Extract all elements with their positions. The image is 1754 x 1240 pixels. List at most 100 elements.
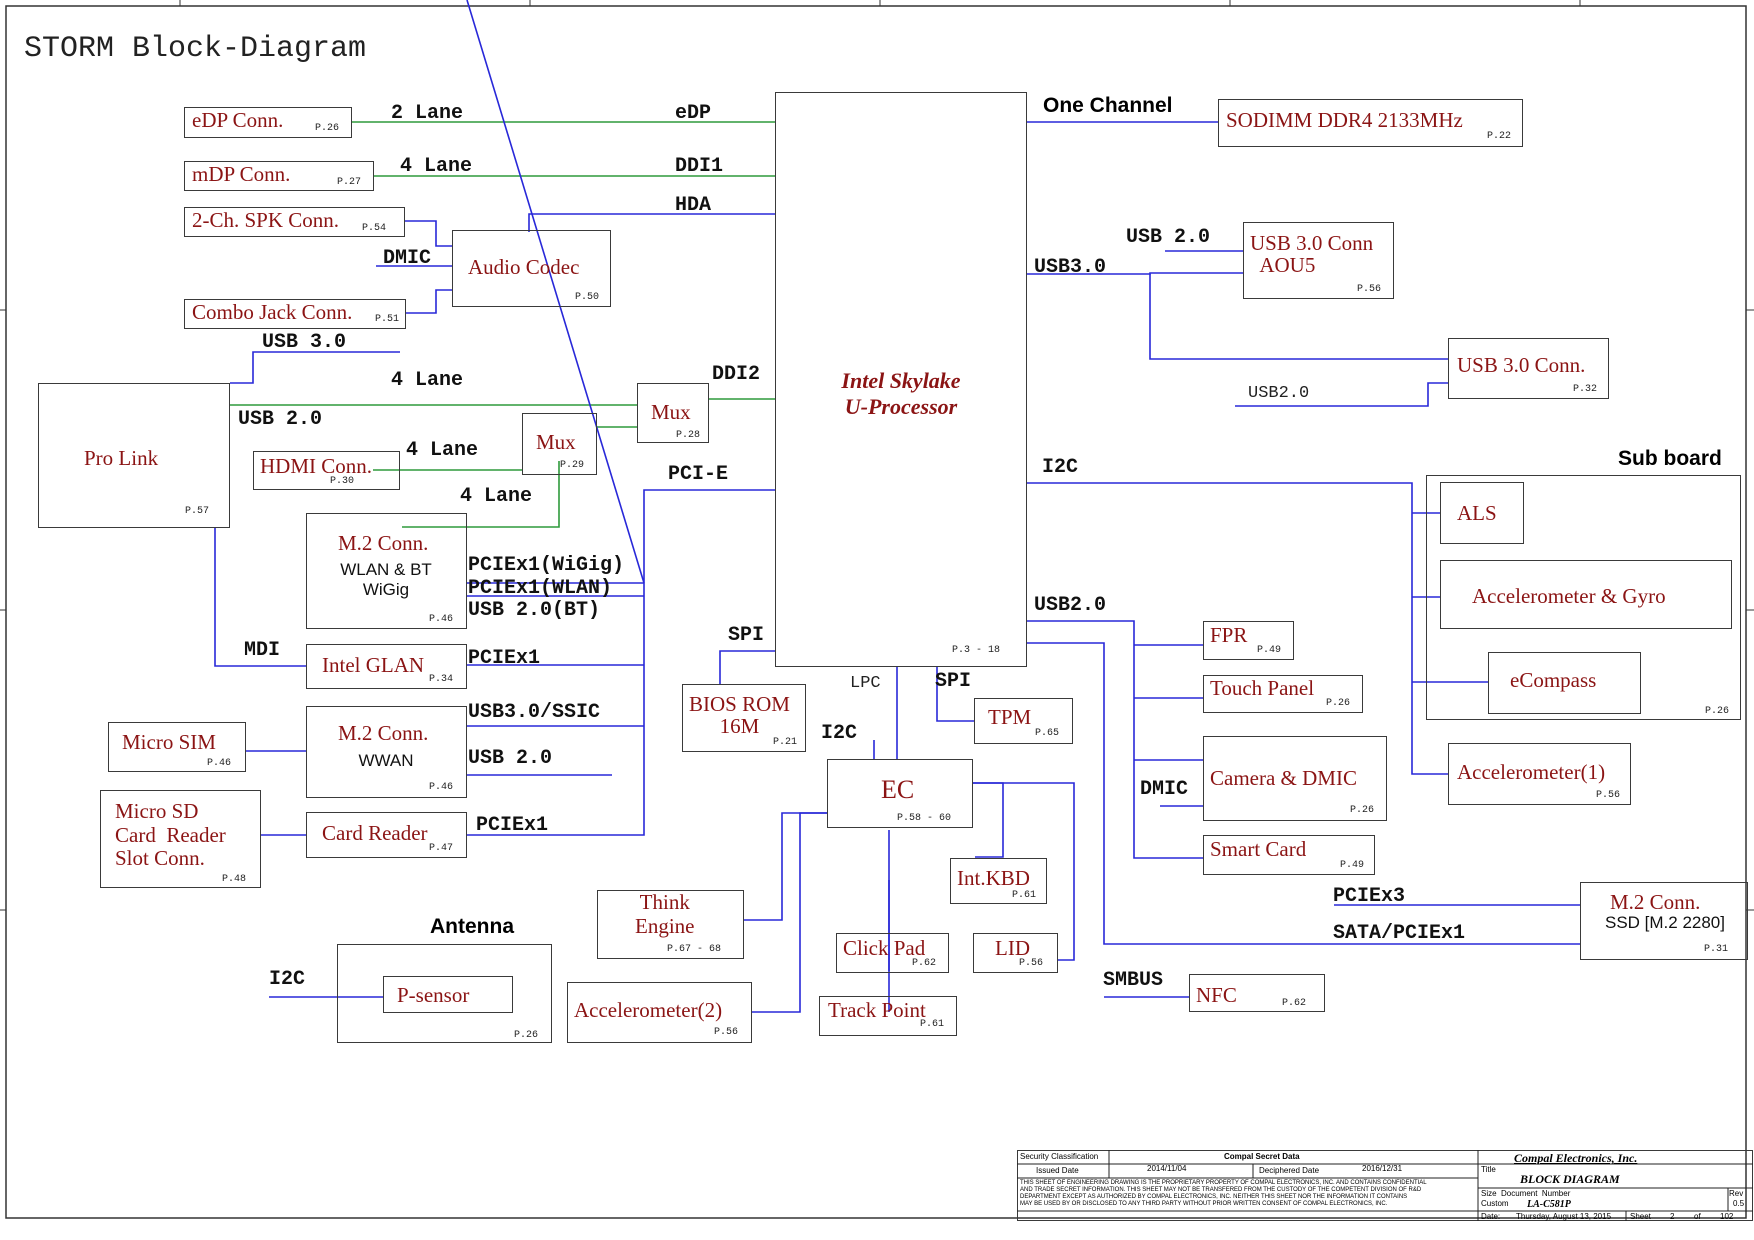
company-name: Compal Electronics, Inc.	[1514, 1151, 1638, 1165]
ec-page: P.58 - 60	[897, 813, 952, 824]
accelerometer-2	[567, 982, 752, 1043]
fpr-page: P.49	[1257, 645, 1282, 656]
notice-line-2: AND TRADE SECRET INFORMATION. THIS SHEET…	[1020, 1187, 1422, 1193]
signal-hda: HDA	[675, 194, 712, 217]
accel-gyro-label: Accelerometer & Gyro	[1472, 584, 1666, 608]
ecompass-sensor	[1488, 652, 1641, 714]
internal-keyboard	[950, 858, 1047, 904]
lid-page: P.56	[1019, 958, 1044, 969]
pro-link-label: Pro Link	[84, 446, 159, 470]
micro-sim-label: Micro SIM	[122, 730, 216, 754]
track-point	[819, 996, 957, 1036]
signal-pciex1-glan: PCIEx1	[468, 647, 541, 670]
revision: 0.5	[1733, 1199, 1745, 1208]
card-reader-page: P.47	[429, 843, 454, 854]
antenna-heading: Antenna	[430, 915, 514, 938]
track-point-page: P.61	[920, 1019, 945, 1030]
accelerometer-1-page: P.56	[1596, 790, 1621, 801]
micro-sim-page: P.46	[207, 758, 232, 769]
usb30-aou5-page: P.56	[1357, 284, 1382, 295]
mux-ddi2	[637, 383, 709, 443]
ec-block	[827, 759, 973, 828]
p-sensor-label: P-sensor	[397, 983, 470, 1007]
card-reader-label: Card Reader	[322, 821, 428, 845]
signal-sata-pciex1: SATA/PCIEx1	[1333, 922, 1466, 945]
signal-i2c-antenna: I2C	[269, 968, 306, 991]
signal-usb20-wwan: USB 2.0	[468, 747, 553, 770]
mux-hdmi-page: P.29	[560, 460, 585, 471]
nfc-page: P.62	[1282, 998, 1307, 1009]
camera-dmic-page: P.26	[1350, 805, 1375, 816]
print-date: Thursday, August 13, 2015	[1516, 1212, 1612, 1221]
signal-pciex1-cardreader: PCIEx1	[476, 814, 549, 837]
p-sensor	[383, 976, 513, 1013]
signal-pciex1-wigig: PCIEx1(WiGig)	[468, 554, 625, 577]
speaker-connector-page: P.54	[362, 223, 387, 234]
accel-gyro-sensor	[1440, 560, 1732, 629]
document-title: BLOCK DIAGRAM	[1520, 1172, 1620, 1186]
m2-wwan-connector	[306, 706, 467, 798]
smart-card-page: P.49	[1340, 860, 1365, 871]
sheet-of-label: of	[1694, 1212, 1701, 1221]
click-pad	[836, 933, 949, 973]
camera-dmic-label: Camera & DMIC	[1210, 766, 1357, 790]
signal-4lane-ddi2: 4 Lane	[391, 369, 464, 392]
bios-rom-label: BIOS ROM 16M	[689, 692, 790, 739]
display-bus-lines	[230, 121, 775, 528]
deciphered-date-label: Deciphered Date	[1259, 1166, 1320, 1175]
audio-codec-label: Audio Codec	[468, 255, 580, 279]
edp-connector-label: eDP Conn.	[192, 108, 284, 132]
signal-usb20-aou5: USB 2.0	[1126, 226, 1211, 249]
signal-pciex3: PCIEx3	[1333, 885, 1406, 908]
mux-hdmi	[522, 413, 597, 475]
als-sensor	[1440, 482, 1524, 544]
micro-sim	[108, 722, 246, 772]
size-label: Size	[1481, 1189, 1497, 1198]
usb30-connector	[1448, 338, 1609, 399]
m2-wlan-connector	[306, 513, 467, 629]
touch-panel	[1203, 675, 1363, 713]
als-label: ALS	[1457, 501, 1497, 525]
think-engine	[597, 890, 744, 959]
track-point-label: Track Point	[828, 998, 926, 1022]
hdmi-connector-page: P.30	[330, 476, 355, 487]
signal-usb20-right: USB2.0	[1034, 594, 1107, 617]
signal-smbus: SMBUS	[1103, 969, 1164, 992]
edp-connector	[184, 107, 352, 138]
m2-ssd-connector	[1580, 882, 1748, 960]
signal-mdp-lane: 4 Lane	[400, 155, 473, 178]
lid-label: LID	[995, 936, 1030, 960]
click-pad-label: Click Pad	[843, 936, 926, 960]
m2-ssd-connector-label: M.2 Conn.	[1610, 890, 1701, 914]
ecompass-label: eCompass	[1510, 668, 1597, 692]
usb30-aou5-connector	[1243, 222, 1394, 299]
mux-ddi2-label: Mux	[651, 400, 691, 424]
lid-switch	[973, 933, 1058, 973]
mux-hdmi-label: Mux	[536, 430, 576, 454]
signal-dmic-camera: DMIC	[1140, 778, 1189, 801]
micro-sd-connector	[100, 790, 261, 888]
smart-card-label: Smart Card	[1210, 837, 1307, 861]
edp-connector-page: P.26	[315, 123, 340, 134]
think-engine-label: Think Engine	[635, 890, 695, 938]
usb30-aou5-label: USB 3.0 Conn AOU5	[1250, 231, 1374, 278]
combo-jack-connector-page: P.51	[375, 314, 400, 325]
pro-link-page: P.57	[185, 506, 210, 517]
signal-edp: eDP	[675, 102, 712, 125]
signal-pcie: PCI-E	[668, 463, 729, 486]
speaker-connector-label: 2-Ch. SPK Conn.	[192, 208, 340, 232]
signal-4lane-mux: 4 Lane	[460, 485, 533, 508]
internal-keyboard-page: P.61	[1012, 890, 1037, 901]
signal-bus-lines	[214, 0, 1580, 1013]
smart-card	[1203, 835, 1375, 875]
m2-wwan-connector-page: P.46	[429, 782, 454, 793]
intel-glan	[306, 644, 467, 689]
signal-i2c-ec: I2C	[821, 722, 858, 745]
deciphered-date: 2016/12/31	[1362, 1164, 1403, 1173]
document-number-label: Document Number	[1501, 1189, 1571, 1198]
sub-board-heading: Sub board	[1618, 447, 1722, 470]
accelerometer-1	[1448, 743, 1631, 805]
nfc-label: NFC	[1196, 983, 1237, 1007]
signal-usb30-ssic: USB3.0/SSIC	[468, 701, 601, 724]
bios-rom	[682, 684, 806, 752]
